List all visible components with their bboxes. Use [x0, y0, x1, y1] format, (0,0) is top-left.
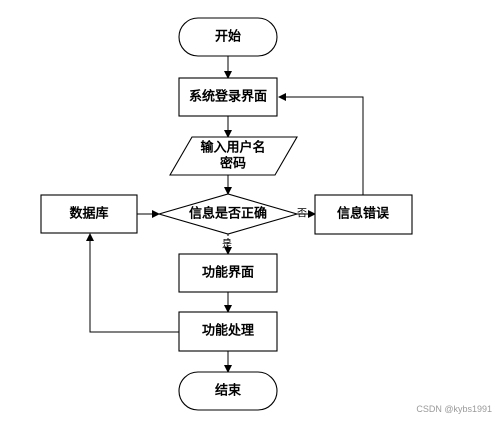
edge-error-to-login: [278, 93, 364, 195]
input-label-line1: 输入用户名: [200, 140, 265, 156]
watermark-text: CSDN @kybs1991: [416, 404, 492, 414]
function-ui-label: 功能界面: [202, 265, 254, 281]
error-box: [314, 194, 413, 235]
input-label-line2: 密码: [219, 156, 246, 172]
check-label: 信息是否正确: [189, 206, 267, 222]
database-label: 数据库: [69, 206, 108, 222]
input-parallelogram: [169, 136, 298, 176]
end-label: 结束: [215, 383, 242, 399]
function-proc-box: [178, 311, 278, 352]
edge-label-no: 否: [297, 208, 307, 220]
edge-label-yes: 是: [222, 239, 232, 251]
function-proc-label: 功能处理: [202, 323, 254, 339]
start-label: 开始: [215, 29, 241, 45]
check-decision-diamond: [157, 193, 299, 235]
error-label: 信息错误: [337, 206, 390, 222]
end-terminal: [178, 371, 278, 411]
login-label: 系统登录界面: [189, 89, 267, 105]
database-box: [40, 194, 138, 234]
edge-proc-to-database: [86, 233, 179, 333]
function-ui-box: [178, 253, 278, 293]
login-process: [178, 77, 278, 117]
start-terminal: [178, 17, 278, 57]
